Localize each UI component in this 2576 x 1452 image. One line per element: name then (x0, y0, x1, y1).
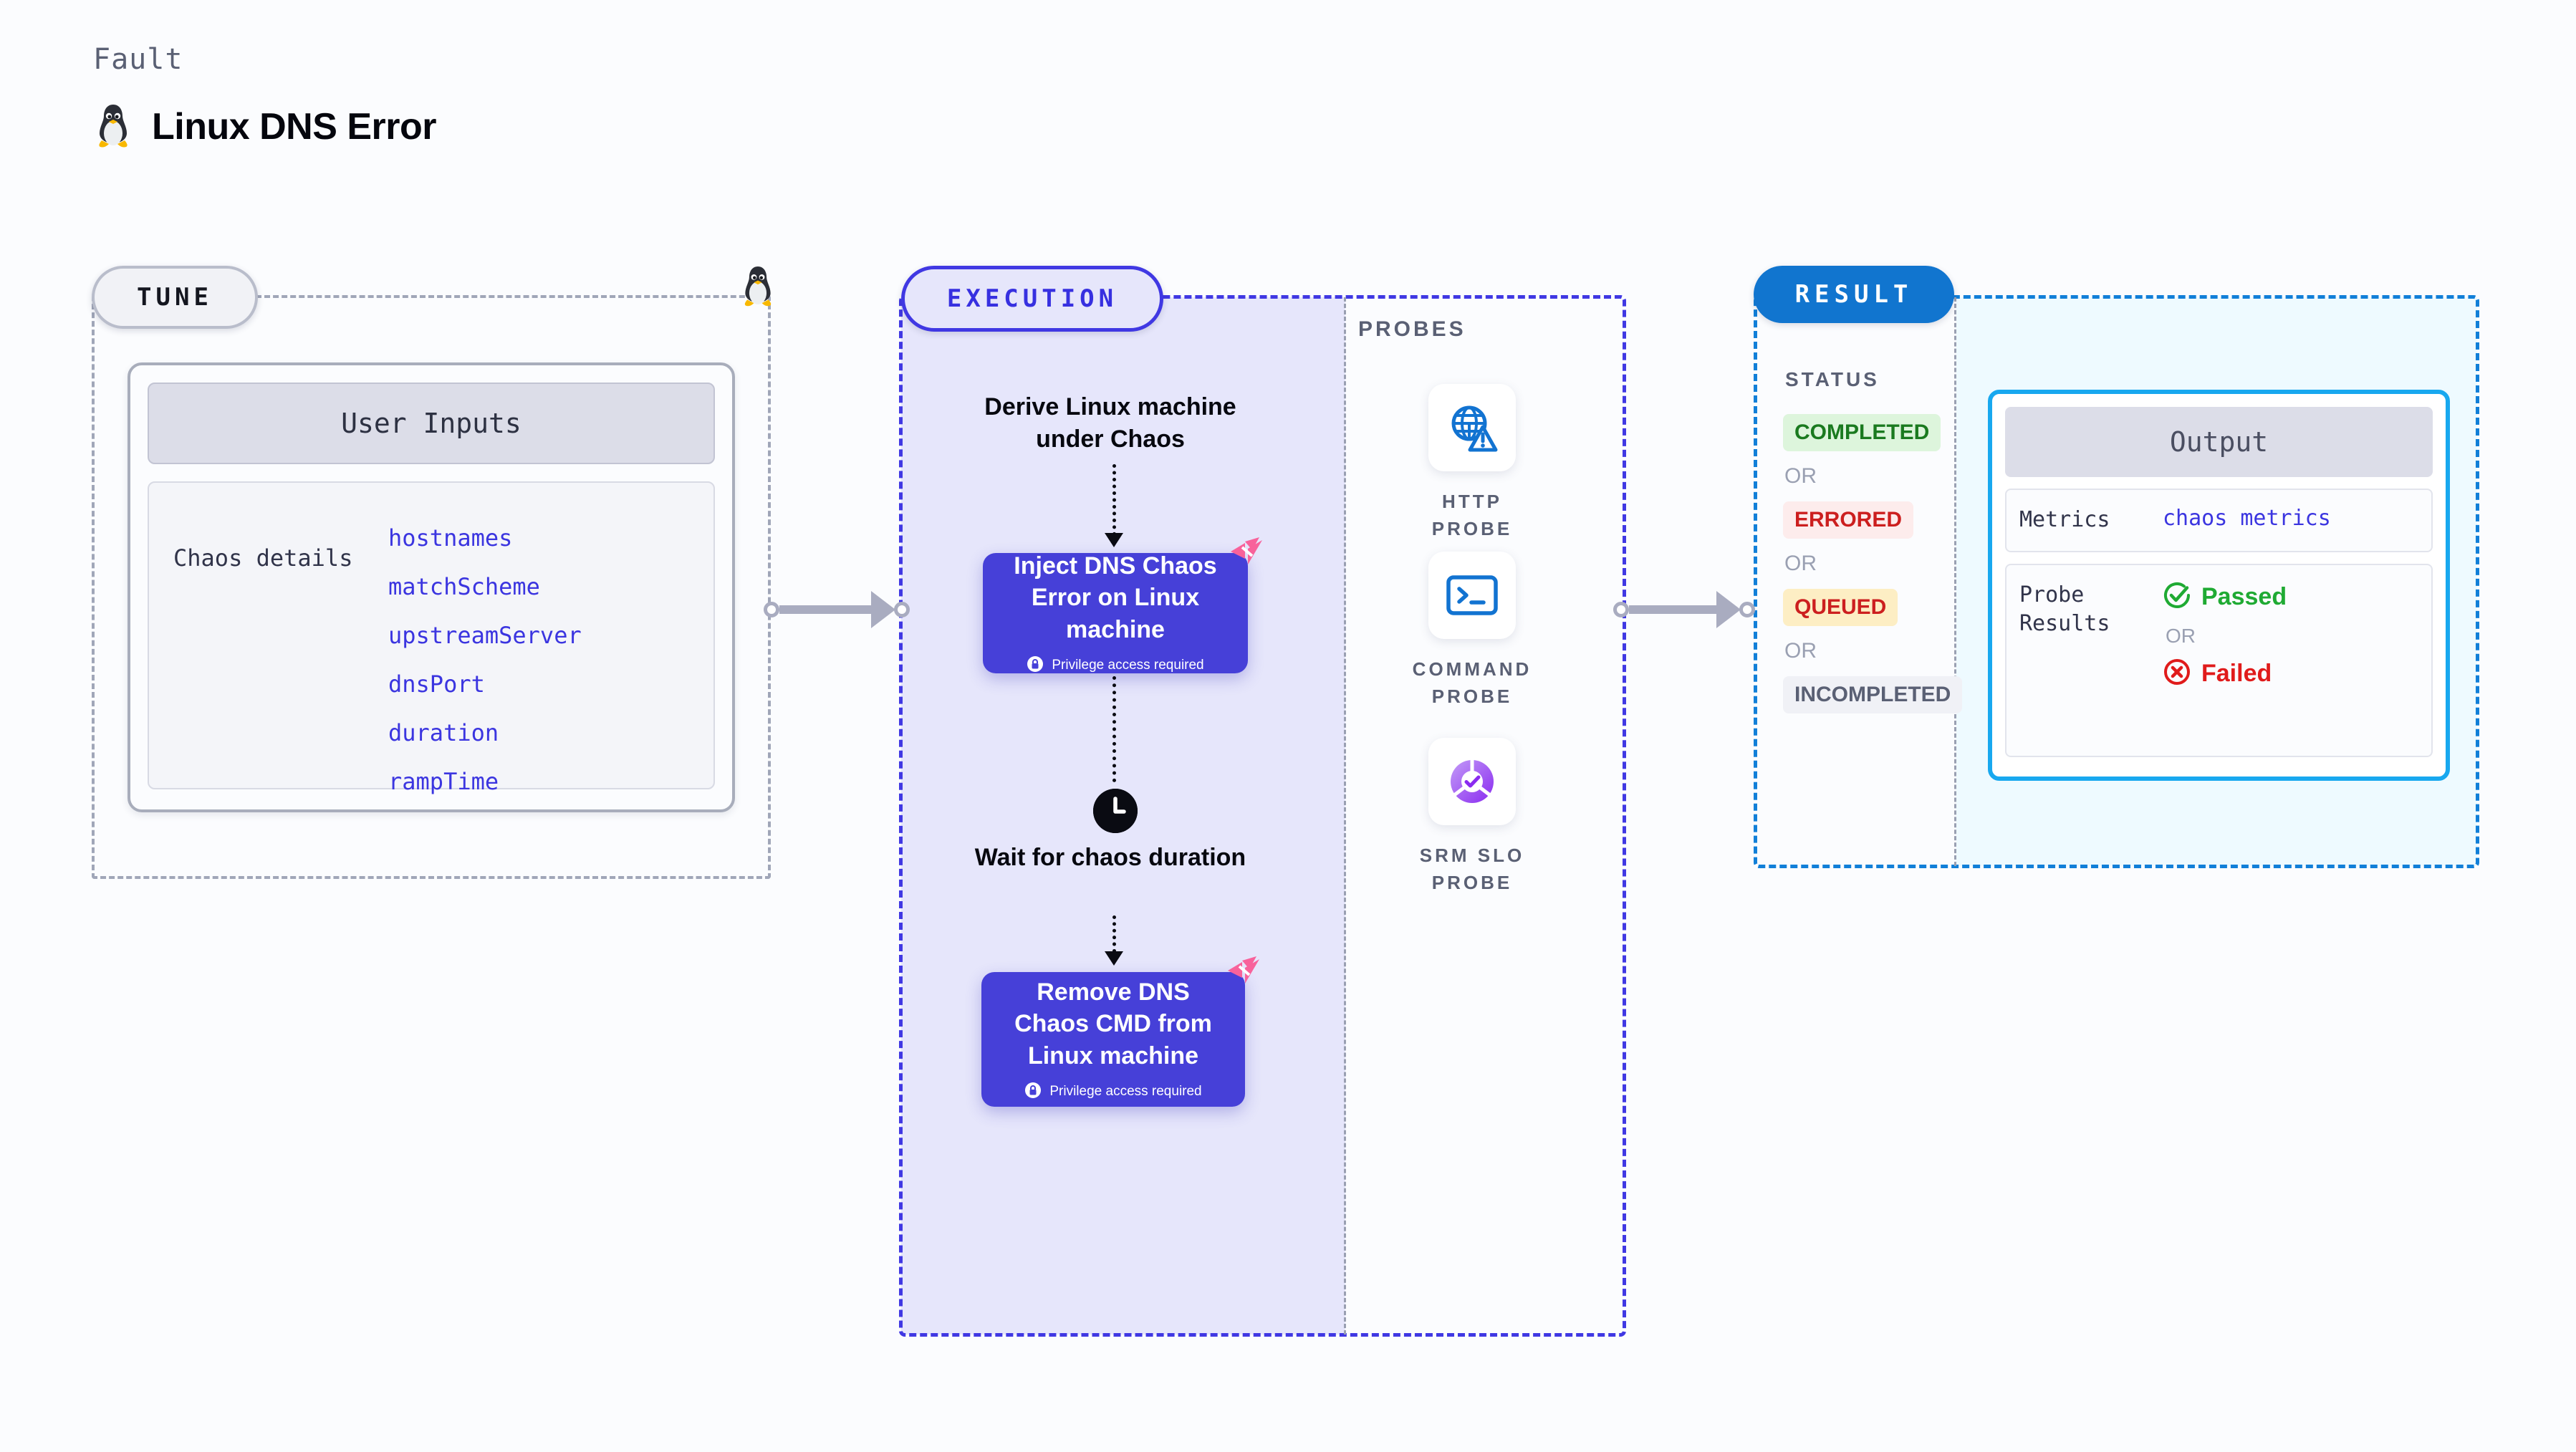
status-or-3: OR (1784, 639, 1817, 663)
flow-arrow-3 (1112, 915, 1116, 953)
status-badge-errored: ERRORED (1783, 501, 1914, 539)
remove-chaos-title: Remove DNS Chaos CMD from Linux machine (1014, 979, 1212, 1069)
execution-region (899, 295, 1626, 1337)
probe-srm-slo[interactable]: SRM SLO PROBE (1400, 738, 1544, 896)
param-matchscheme[interactable]: matchScheme (388, 573, 540, 600)
terminal-icon (1428, 552, 1516, 639)
inject-privilege-note: Privilege access required (1027, 655, 1204, 676)
param-dnsport[interactable]: dnsPort (388, 670, 485, 698)
flow-arrowhead-3 (1105, 951, 1123, 966)
probe-command[interactable]: COMMAND PROBE (1400, 552, 1544, 710)
connector-tune-to-execution (764, 591, 910, 628)
status-badge-incompleted: INCOMPLETED (1783, 676, 1963, 713)
lock-icon (1027, 655, 1044, 676)
param-duration[interactable]: duration (388, 719, 499, 746)
remove-privilege-note: Privilege access required (1024, 1082, 1202, 1102)
litmus-logo-icon (1228, 534, 1265, 575)
probe-result-passed: Passed (2163, 581, 2287, 613)
param-ramptime[interactable]: rampTime (388, 768, 499, 795)
status-list: COMPLETED OR ERRORED OR QUEUED OR INCOMP… (1783, 414, 1969, 713)
user-inputs-body: Chaos details hostnames matchScheme upst… (148, 481, 715, 795)
execution-step-wait-title: Wait for chaos duration (974, 844, 1246, 871)
metrics-label: Metrics (2019, 507, 2110, 532)
flow-arrow-2 (1112, 676, 1116, 782)
connector-dot-left (1613, 602, 1629, 617)
execution-badge[interactable]: EXECUTION (901, 266, 1163, 332)
connector-arrowhead (1716, 591, 1741, 628)
tune-linux-penguin-icon (739, 264, 777, 314)
chaos-parameter-list: hostnames matchScheme upstreamServer dns… (388, 509, 582, 795)
user-inputs-card: User Inputs Chaos details hostnames matc… (128, 362, 735, 812)
connector-dot-left (764, 602, 779, 617)
globe-warning-icon (1428, 384, 1516, 471)
connector-dot-right (1739, 602, 1755, 617)
param-upstreamserver[interactable]: upstreamServer (388, 622, 582, 649)
remove-chaos-box[interactable]: Remove DNS Chaos CMD from Linux machine … (981, 956, 1259, 1107)
probe-srm-slo-label: SRM SLO PROBE (1419, 845, 1525, 893)
probe-passed-label: Passed (2201, 582, 2287, 610)
probe-command-label: COMMAND PROBE (1412, 658, 1532, 707)
output-metrics-row: Metrics chaos metrics (2005, 489, 2433, 552)
probe-failed-label: Failed (2201, 659, 2272, 687)
output-card: Output Metrics chaos metrics Probe Resul… (1988, 390, 2450, 781)
probe-results-label: Probe Results (2019, 582, 2110, 637)
param-hostnames[interactable]: hostnames (388, 524, 513, 552)
output-title: Output (2005, 407, 2433, 477)
remove-privilege-text: Privilege access required (1049, 1084, 1202, 1100)
probes-divider (1344, 297, 1346, 1335)
lock-icon (1024, 1082, 1042, 1102)
page-title: Linux DNS Error (152, 105, 437, 148)
inject-chaos-box[interactable]: Inject DNS Chaos Error on Linux machine … (983, 537, 1262, 676)
status-label: STATUS (1785, 368, 1880, 390)
tune-badge[interactable]: TUNE (92, 266, 258, 329)
probe-http-label: HTTP PROBE (1431, 491, 1513, 539)
result-region (1754, 295, 2479, 868)
flow-arrowhead-1 (1105, 533, 1123, 547)
status-or-1: OR (1784, 464, 1817, 488)
result-badge[interactable]: RESULT (1754, 266, 1954, 323)
fault-title-row: Linux DNS Error (93, 102, 437, 151)
inject-privilege-text: Privilege access required (1052, 658, 1204, 673)
linux-penguin-icon (93, 102, 133, 151)
page-header: Fault Linux DNS Error (93, 43, 437, 151)
probe-results-values: Passed OR Failed (2163, 581, 2287, 690)
connector-dot-right (894, 602, 910, 617)
litmus-logo-icon (1225, 953, 1262, 994)
metrics-value[interactable]: chaos metrics (2163, 506, 2331, 531)
check-circle-icon (2163, 581, 2191, 613)
execution-step-derive-title: Derive Linux machine under Chaos (984, 393, 1236, 453)
status-badge-queued: QUEUED (1783, 589, 1898, 626)
result-divider (1954, 297, 1956, 866)
connector-execution-to-result (1613, 591, 1755, 628)
output-probe-results-row: Probe Results Passed OR (2005, 563, 2433, 757)
connector-arrowhead (871, 591, 895, 628)
connector-shaft (1629, 605, 1718, 614)
x-circle-icon (2163, 658, 2191, 690)
connector-shaft (779, 605, 873, 614)
flow-arrow-1 (1112, 464, 1116, 536)
probes-label: PROBES (1358, 317, 1466, 341)
probe-result-failed: Failed (2163, 658, 2287, 690)
fault-kicker: Fault (93, 43, 183, 76)
status-badge-completed: COMPLETED (1783, 414, 1941, 451)
inject-chaos-title: Inject DNS Chaos Error on Linux machine (1014, 552, 1217, 643)
clock-icon (1093, 789, 1138, 833)
probe-http[interactable]: HTTP PROBE (1400, 384, 1544, 542)
status-or-2: OR (1784, 552, 1817, 575)
chaos-details-label: Chaos details (173, 544, 353, 572)
slo-donut-check-icon (1428, 738, 1516, 825)
tune-region (92, 295, 771, 879)
user-inputs-title: User Inputs (148, 383, 715, 464)
probe-results-or: OR (2166, 624, 2196, 647)
